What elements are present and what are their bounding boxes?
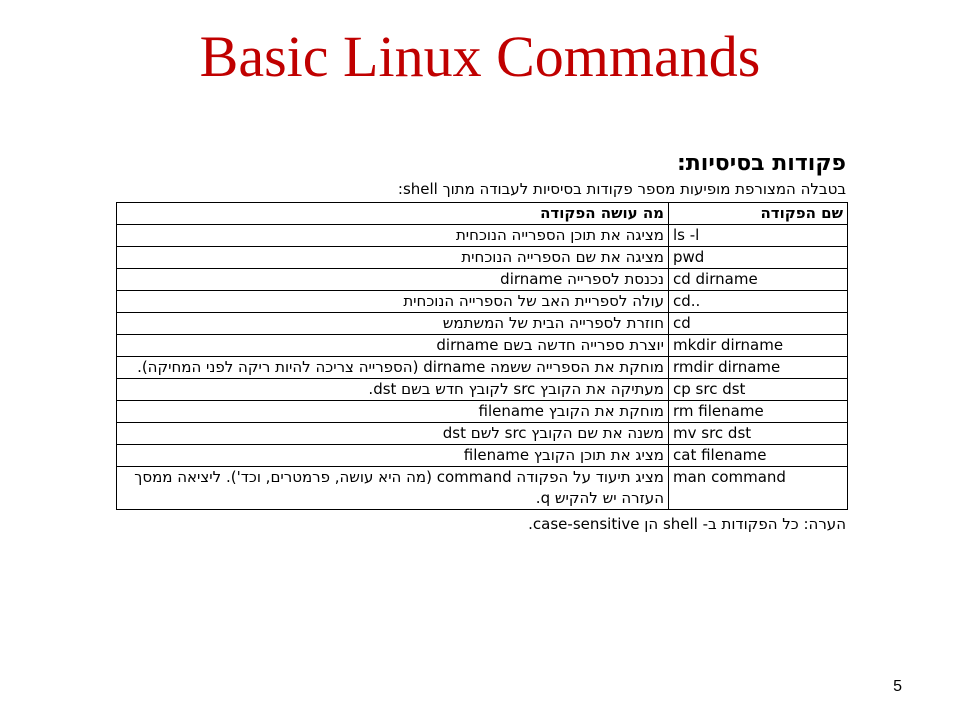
description-cell: מוחקת את הקובץ filename [116,400,669,423]
description-cell: מציגה את שם הספרייה הנוכחית [116,246,669,269]
table-row: cp src dst מעתיקה את הקובץ src לקובץ חדש… [116,378,848,401]
case-sensitivity-note: הערה: כל הפקודות ב- shell הן case-sensit… [528,515,846,533]
description-cell: יוצרת ספרייה חדשה בשם dirname [116,334,669,357]
table-row: cd dirname נכנסת לספרייה dirname [116,268,848,291]
description-cell: מציג את תוכן הקובץ filename [116,444,669,467]
description-cell: מעתיקה את הקובץ src לקובץ חדש בשם dst. [116,378,669,401]
description-cell: משנה את שם הקובץ src לשם dst [116,422,669,445]
table-row: cat filename מציג את תוכן הקובץ filename [116,444,848,467]
table-row: man command מציג תיעוד על הפקודה command… [116,466,848,510]
description-cell: נכנסת לספרייה dirname [116,268,669,291]
command-cell: ls -l [668,224,848,247]
description-cell: חוזרת לספרייה הבית של המשתמש [116,312,669,335]
table-row: rm filename מוחקת את הקובץ filename [116,400,848,423]
table-row: ls -l מציגה את תוכן הספרייה הנוכחית [116,224,848,247]
commands-table: שם הפקודה מה עושה הפקודה ls -l מציגה את … [116,202,848,510]
table-row: pwd מציגה את שם הספרייה הנוכחית [116,246,848,269]
header-description: מה עושה הפקודה [116,202,669,225]
command-cell: man command [668,466,848,510]
content-area: פקודות בסיסיות: בטבלה המצורפת מופיעות מס… [116,150,848,536]
page-number: 5 [893,678,902,695]
slide-title: Basic Linux Commands [199,24,761,89]
command-cell: rm filename [668,400,848,423]
description-cell: מוחקת את הספרייה ששמה dirname (הספרייה צ… [116,356,669,379]
header-command: שם הפקודה [668,202,848,225]
table-row: mkdir dirname יוצרת ספרייה חדשה בשם dirn… [116,334,848,357]
table-row: mv src dst משנה את שם הקובץ src לשם dst [116,422,848,445]
command-cell: mv src dst [668,422,848,445]
table-header-row: שם הפקודה מה עושה הפקודה [116,202,848,225]
command-cell: rmdir dirname [668,356,848,379]
description-cell: מציגה את תוכן הספרייה הנוכחית [116,224,669,247]
table-row: cd.. עולה לספריית האב של הספרייה הנוכחית [116,290,848,313]
intro-text: בטבלה המצורפת מופיעות מספר פקודות בסיסיו… [397,180,846,198]
command-cell: cp src dst [668,378,848,401]
command-cell: mkdir dirname [668,334,848,357]
table-row: rmdir dirname מוחקת את הספרייה ששמה dirn… [116,356,848,379]
command-cell: cat filename [668,444,848,467]
command-cell: cd.. [668,290,848,313]
command-cell: pwd [668,246,848,269]
table-row: cd חוזרת לספרייה הבית של המשתמש [116,312,848,335]
description-cell: עולה לספריית האב של הספרייה הנוכחית [116,290,669,313]
command-cell: cd [668,312,848,335]
section-heading: פקודות בסיסיות: [676,151,846,176]
description-cell: מציג תיעוד על הפקודה command (מה היא עוש… [116,466,669,510]
command-cell: cd dirname [668,268,848,291]
